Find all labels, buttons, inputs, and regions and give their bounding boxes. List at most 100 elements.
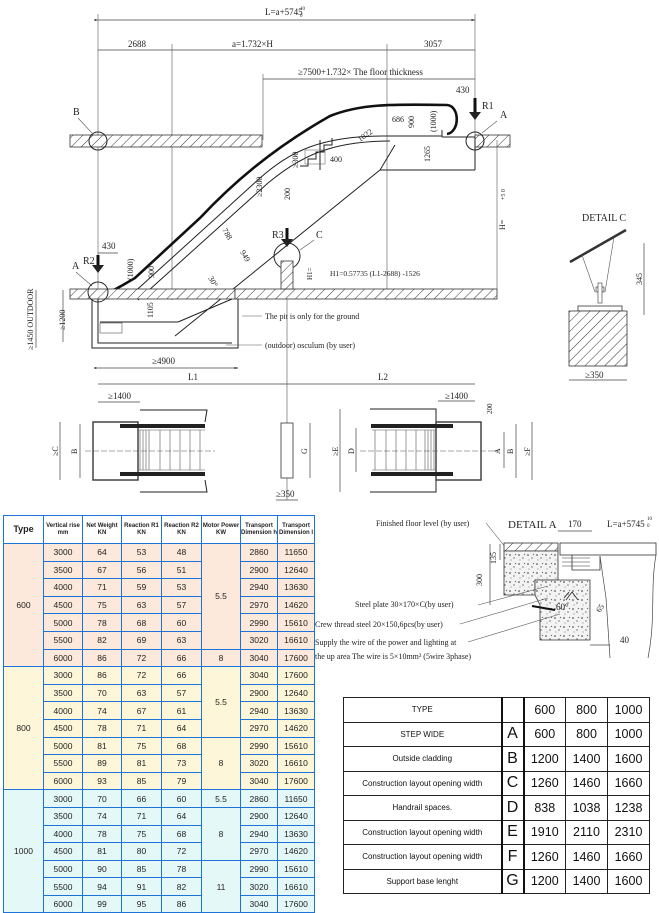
tol-lower: 0 [300,14,303,19]
detail-a-wire-note-1: Supply the wire of the power and lightin… [315,638,457,647]
dim-value-1000: 1600 [607,868,650,894]
transport-h-cell: 3020 [240,630,278,650]
motor-power-cell: 8 [201,648,241,668]
dim-1000-top: (1000) [429,110,438,132]
motor-power-cell: 8 [201,806,241,861]
net-weight-cell: 74 [82,701,122,720]
dim-value-1000: 1660 [607,844,650,870]
vertical-rise-cell: 3000 [43,789,83,808]
reaction-r1-cell: 75 [121,824,162,844]
plan-left-gap: ≥1400 [108,391,131,401]
reaction-r2-cell: 63 [161,630,202,650]
dim-header-1000: 1000 [607,697,650,723]
plan-label-a: A [493,448,502,454]
dim-4900: ≥4900 [152,356,175,366]
dim-code-cell: E [500,819,525,845]
reaction-r1-cell: 95 [121,894,162,913]
dim-788: 788 [220,227,234,242]
transport-h-cell: 2940 [240,824,278,844]
reaction-r2-label: R2 [83,256,95,267]
dim-label-cell: Outside cladding [343,746,502,772]
dim-900-bottom: 900 [147,266,156,278]
dim-value-600: 1910 [523,819,566,845]
plan-label-b-right: B [506,449,515,454]
dim-1200: ≥1200 [58,310,67,330]
dim-value-800: 1400 [565,746,608,772]
dim-code-cell: G [500,868,525,894]
specification-table: Type Vertical rise mm Net Weight KN Reac… [3,515,315,913]
dim-900-top: 900 [407,116,416,128]
transport-h-cell: 2970 [240,842,278,861]
transport-h-cell: 3020 [240,877,278,896]
dim-200: 200 [283,188,292,200]
net-weight-cell: 71 [82,578,122,597]
reaction-r1-cell: 59 [121,578,162,597]
dim-table-header: TYPE 600 800 1000 [343,697,650,723]
reaction-r1-cell: 56 [121,560,162,580]
transport-h-cell: 3040 [240,666,278,685]
vertical-rise-cell: 4500 [43,842,83,861]
net-weight-cell: 70 [82,789,122,808]
reaction-r2-cell: 72 [161,842,202,861]
motor-power-cell: 8 [201,736,241,791]
vertical-rise-cell: 3000 [43,666,83,685]
transport-l-cell: 11650 [277,789,315,808]
reaction-r1-cell: 63 [121,595,162,615]
reaction-r2-cell: 82 [161,877,202,896]
transport-h-cell: 2900 [240,806,278,826]
vertical-rise-cell: 4000 [43,824,83,844]
detail-a-thread-steel: Crew thread steel 20×150,6pcs(by user) [315,620,443,629]
spec-table-header: Type Vertical rise mm Net Weight KN Reac… [3,515,315,544]
vertical-rise-cell: 3500 [43,560,83,580]
net-weight-cell: 75 [82,595,122,615]
reaction-r1-cell: 85 [121,859,162,879]
net-weight-cell: 78 [82,824,122,844]
reaction-r1-cell: 71 [121,806,162,826]
dim-949: 949 [238,249,252,264]
net-weight-cell: 81 [82,736,122,756]
reaction-r2-cell: 66 [161,648,202,668]
net-weight-cell: 78 [82,718,122,738]
reaction-r1-cell: 68 [121,613,162,632]
dim-value-600: 600 [523,721,566,747]
vertical-rise-cell: 5000 [43,859,83,879]
plan-dim-200: 200 [486,403,494,414]
plan-label-g: G [300,448,309,454]
header-reaction-r2: Reaction R2 KN [161,515,202,544]
upper-min-label: ≥7500+1.732× The floor thickness [298,67,423,77]
dim-400: 400 [330,155,342,164]
dim-2300: ≥2300 [255,177,264,197]
motor-power-cell: 5.5 [201,789,241,808]
lower-offset-label: 2688 [128,39,147,49]
lower-overhang-label: 430 [102,241,116,251]
header-vertical-rise: Vertical rise mm [43,515,83,544]
dim-1000-bottom: (1000) [126,258,135,280]
reaction-r1-cell: 53 [121,543,162,562]
dim-value-800: 2110 [565,819,608,845]
transport-h-cell: 2970 [240,595,278,615]
rise-h-tolerance: +5 0 [501,189,507,200]
dim-label-cell: Construction layout opening width [343,844,502,870]
vertical-rise-cell: 4000 [43,701,83,720]
transport-h-cell: 2990 [240,613,278,632]
net-weight-cell: 86 [82,648,122,668]
detail-a-dim-170: 170 [568,519,582,529]
dim-686: 686 [392,115,404,124]
header-type: Type [3,515,44,544]
dim-value-1000: 1660 [607,770,650,796]
reaction-r2-cell: 48 [161,543,202,562]
detail-a-wire-note-2: the up area The wire is 5×10mm² (5wire 3… [315,652,471,661]
reaction-r1-cell: 71 [121,718,162,738]
